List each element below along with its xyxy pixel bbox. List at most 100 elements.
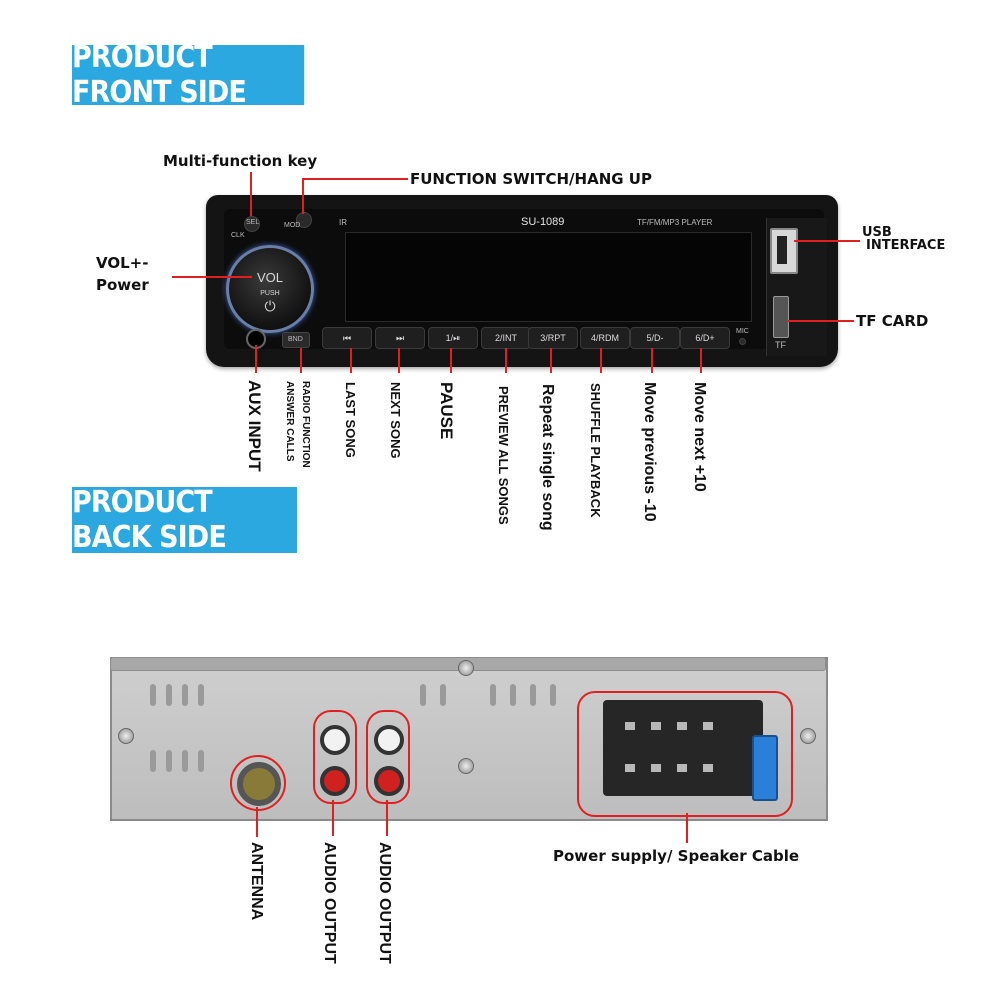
fuse (752, 735, 778, 801)
back-banner: PRODUCT BACK SIDE (72, 485, 297, 555)
sel-label: SEL (246, 219, 260, 226)
vent (198, 750, 204, 772)
radio-function-label: RADIO FUNCTION (300, 381, 311, 468)
usb-leader (794, 240, 860, 242)
vent (550, 684, 556, 706)
vent (420, 684, 426, 706)
rpt-label: 3/RPT (540, 333, 566, 343)
d-minus-button[interactable]: 5/D- (630, 327, 680, 349)
vent (530, 684, 536, 706)
mod-label: MOD (284, 222, 301, 229)
band-label: BND (288, 336, 303, 343)
vent (490, 684, 496, 706)
lcd-display (345, 232, 752, 322)
pin (625, 764, 635, 772)
vent (166, 750, 172, 772)
right-screw (800, 728, 816, 744)
d-plus-button[interactable]: 6/D+ (680, 327, 730, 349)
vent (182, 684, 188, 706)
tf-slot-label: TF (775, 340, 786, 350)
aux-leader (255, 345, 257, 373)
antenna-leader (256, 807, 258, 837)
usb-label-1: USB (862, 225, 892, 240)
preview-leader (505, 348, 507, 373)
power-supply-label: Power supply/ Speaker Cable (553, 847, 800, 865)
top-screw (458, 660, 474, 676)
rdm-label: 4/RDM (590, 333, 619, 343)
function-switch-label: FUNCTION SWITCH/HANG UP (410, 170, 652, 188)
next-song-label: NEXT SONG (388, 382, 403, 459)
iso-connector[interactable] (603, 700, 763, 796)
band-button[interactable] (282, 332, 310, 348)
int-button[interactable]: 2/INT (481, 327, 531, 349)
preview-all-songs-label: PREVIEW ALL SONGS (496, 386, 511, 525)
vent (166, 684, 172, 706)
pin (703, 722, 713, 730)
move-next-leader (700, 348, 702, 373)
volume-knob[interactable]: VOL PUSH ⏻ (226, 245, 314, 333)
audio-out-1-box (313, 710, 357, 804)
usb-label-2: INTERFACE (866, 238, 946, 253)
move-previous-label: Move previous -10 (641, 382, 658, 522)
prev-track-icon: ⏮ (342, 332, 352, 343)
audio-out-2-white[interactable] (374, 725, 404, 755)
connector-box (577, 691, 793, 817)
repeat-leader (550, 348, 552, 373)
rdm-button[interactable]: 4/RDM (580, 327, 630, 349)
pin (677, 764, 687, 772)
answer-calls-label: ANSWER CALLS (284, 381, 295, 462)
move-prev-leader (651, 348, 653, 373)
pin (625, 722, 635, 730)
aux-input-label: AUX INPUT (245, 380, 264, 472)
vol-power-label-2: Power (96, 276, 149, 294)
pin (651, 764, 661, 772)
next-track-icon: ⏭ (395, 332, 405, 343)
play-pause-label: 1/⏯ (445, 332, 461, 343)
audio-output-2-label: AUDIO OUTPUT (376, 842, 393, 964)
usb-slot (777, 236, 787, 264)
rpt-button[interactable]: 3/RPT (528, 327, 578, 349)
usb-port[interactable] (770, 228, 798, 274)
vent (182, 750, 188, 772)
multi-function-key-label: Multi-function key (163, 152, 318, 170)
radio-leader (300, 348, 302, 373)
d-plus-label: 6/D+ (695, 333, 715, 343)
function-switch-leader-v (302, 178, 304, 214)
audio-output-1-label: AUDIO OUTPUT (321, 842, 338, 964)
d-minus-label: 5/D- (646, 333, 664, 343)
sel-button[interactable] (244, 216, 260, 232)
audio-out-2-leader (386, 800, 388, 836)
vent (440, 684, 446, 706)
pin (703, 764, 713, 772)
repeat-single-song-label: Repeat single song (539, 384, 556, 531)
pause-leader (450, 348, 452, 373)
shuffle-leader (600, 348, 602, 373)
function-switch-leader (302, 178, 408, 180)
pin (651, 722, 661, 730)
left-screw (118, 728, 134, 744)
ir-label: IR (339, 218, 347, 227)
play-pause-button[interactable]: 1/⏯ (428, 327, 478, 349)
vent (510, 684, 516, 706)
move-next-label: Move next +10 (691, 382, 708, 492)
audio-out-1-white[interactable] (320, 725, 350, 755)
power-supply-leader (686, 813, 688, 843)
vent (150, 750, 156, 772)
push-text: PUSH (260, 290, 280, 297)
antenna-label: ANTENNA (248, 842, 265, 921)
vent (150, 684, 156, 706)
tf-card-leader (788, 320, 854, 322)
shuffle-playback-label: SHUFFLE PLAYBACK (588, 383, 603, 518)
front-banner-text: PRODUCT FRONT SIDE (72, 40, 247, 110)
mod-button[interactable] (296, 212, 312, 228)
vol-power-label-1: VOL+- (96, 254, 149, 272)
pin (677, 722, 687, 730)
next-track-button[interactable]: ⏭ (375, 327, 425, 349)
tf-card-label: TF CARD (856, 312, 929, 330)
back-banner-text: PRODUCT BACK SIDE (72, 485, 227, 555)
display-top-strip: IR SU-1089 TF/FM/MP3 PLAYER (339, 216, 750, 232)
model-label: SU-1089 (521, 216, 565, 228)
tf-slot[interactable] (773, 296, 789, 338)
prev-track-button[interactable]: ⏮ (322, 327, 372, 349)
last-song-label: LAST SONG (343, 382, 358, 458)
